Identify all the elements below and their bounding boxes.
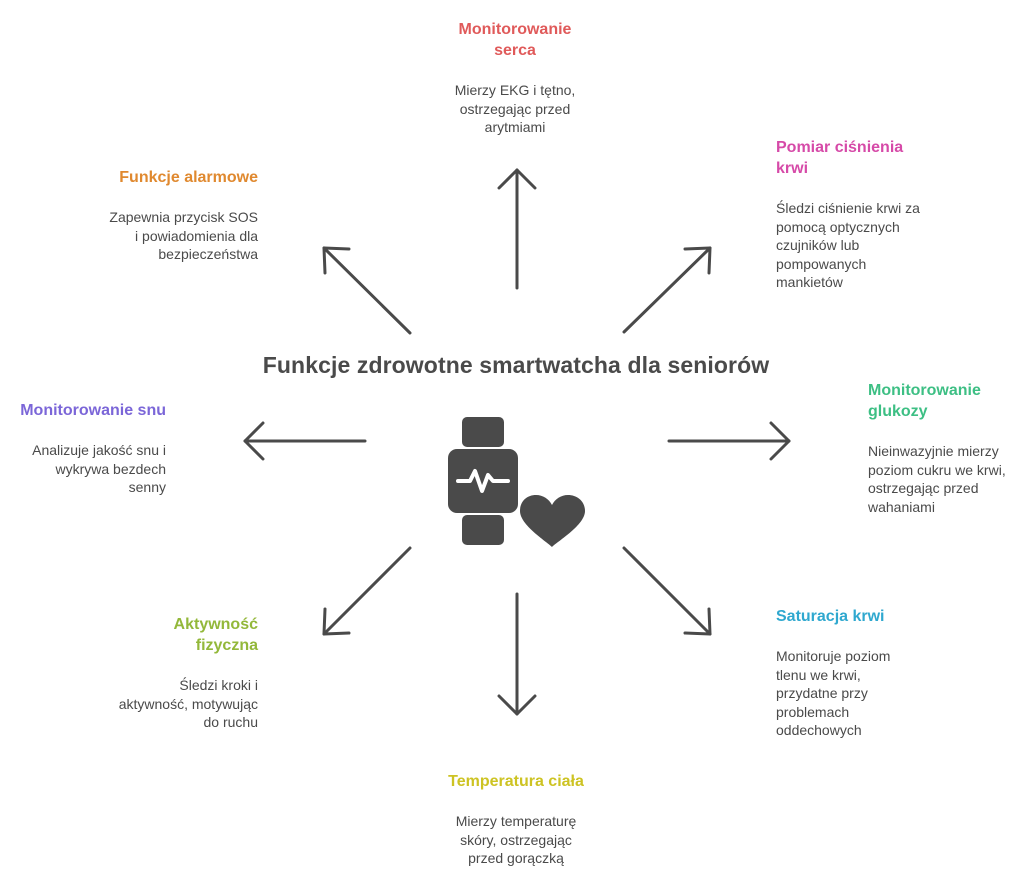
- feature-sleep: Monitorowanie snu Analizuje jakość snu i…: [6, 400, 166, 497]
- arrow-saturation: [622, 546, 712, 636]
- desc-line: ostrzegając przed: [459, 100, 571, 117]
- desc-line: bezpieczeństwa: [158, 246, 258, 262]
- feature-pressure-desc: Śledzi ciśnienie krwi za pomocą optyczny…: [776, 199, 976, 292]
- arrow-sleep: [243, 421, 367, 461]
- desc-line: senny: [128, 479, 166, 495]
- arrow-activity: [322, 546, 412, 636]
- diagram-title: Funkcje zdrowotne smartwatcha dla senior…: [262, 352, 770, 378]
- desc-line: problemach: [776, 703, 850, 720]
- feature-heart-title-line: Monitorowanie: [458, 21, 572, 38]
- feature-saturation: Saturacja krwi Monitoruje poziom tlenu w…: [776, 606, 976, 740]
- feature-sleep-title: Monitorowanie snu: [20, 402, 166, 419]
- feature-heart-desc: Mierzy EKG i tętno, ostrzegając przed ar…: [430, 81, 600, 137]
- desc-line: pomocą optycznych: [776, 218, 900, 235]
- feature-activity: Aktywność fizyczna Śledzi kroki i aktywn…: [58, 614, 258, 732]
- desc-line: Monitoruje poziom: [776, 648, 891, 664]
- feature-heart: Monitorowanie serca Mierzy EKG i tętno, …: [430, 19, 600, 137]
- feature-temperature-title: Temperatura ciała: [448, 773, 584, 790]
- feature-activity-desc: Śledzi kroki i aktywność, motywując do r…: [58, 676, 258, 732]
- desc-line: i powiadomienia dla: [135, 227, 258, 244]
- desc-line: czujników lub: [776, 237, 860, 253]
- feature-activity-title-line: fizyczna: [195, 637, 258, 654]
- desc-line: Mierzy EKG i tętno,: [454, 82, 576, 98]
- feature-activity-title: Aktywność fizyczna: [58, 614, 258, 656]
- desc-line: wahaniami: [868, 498, 935, 515]
- feature-pressure-title: Pomiar ciśnienia krwi: [776, 137, 976, 179]
- arrow-glucose: [667, 421, 791, 461]
- desc-line: Śledzi ciśnienie krwi za: [776, 200, 920, 216]
- feature-pressure-title-line: Pomiar ciśnienia: [776, 139, 904, 156]
- desc-line: Mierzy temperaturę: [455, 813, 577, 829]
- feature-glucose-title-line: glukozy: [868, 403, 928, 420]
- desc-line: poziom cukru we krwi,: [868, 461, 1006, 478]
- feature-heart-title-line: serca: [494, 42, 536, 59]
- feature-temperature-desc: Mierzy temperaturę skóry, ostrzegając pr…: [412, 812, 620, 868]
- feature-alarm: Funkcje alarmowe Zapewnia przycisk SOS i…: [58, 167, 258, 264]
- feature-glucose-title-line: Monitorowanie: [868, 382, 981, 399]
- desc-line: arytmiami: [484, 119, 546, 135]
- desc-line: oddechowych: [776, 722, 862, 738]
- feature-activity-title-line: Aktywność: [173, 616, 258, 633]
- arrow-temperature: [497, 592, 537, 716]
- smartwatch-heart-icon: [448, 417, 585, 547]
- feature-saturation-desc: Monitoruje poziom tlenu we krwi, przydat…: [776, 647, 976, 740]
- desc-line: Analizuje jakość snu i: [32, 442, 166, 458]
- desc-line: wykrywa bezdech: [55, 460, 167, 477]
- desc-line: mankietów: [776, 274, 843, 290]
- desc-line: pompowanych: [776, 255, 867, 272]
- feature-saturation-title: Saturacja krwi: [776, 608, 885, 625]
- feature-temperature: Temperatura ciała Mierzy temperaturę skó…: [412, 771, 620, 868]
- desc-line: przed gorączką: [468, 850, 564, 866]
- desc-line: Nieinwazyjnie mierzy: [868, 443, 999, 459]
- feature-alarm-desc: Zapewnia przycisk SOS i powiadomienia dl…: [58, 208, 258, 264]
- desc-line: do ruchu: [203, 714, 258, 730]
- arrow-heart: [497, 168, 537, 290]
- feature-pressure: Pomiar ciśnienia krwi Śledzi ciśnienie k…: [776, 137, 976, 292]
- feature-heart-title: Monitorowanie serca: [430, 19, 600, 61]
- desc-line: przydatne przy: [776, 685, 868, 701]
- arrow-pressure: [622, 246, 712, 334]
- desc-line: aktywność, motywując: [118, 695, 258, 712]
- feature-glucose-desc: Nieinwazyjnie mierzy poziom cukru we krw…: [868, 442, 1024, 516]
- feature-alarm-title: Funkcje alarmowe: [119, 169, 258, 186]
- feature-sleep-desc: Analizuje jakość snu i wykrywa bezdech s…: [6, 441, 166, 497]
- arrow-alarm: [322, 246, 412, 335]
- desc-line: Zapewnia przycisk SOS: [109, 209, 258, 225]
- desc-line: ostrzegając przed: [868, 480, 979, 496]
- desc-line: Śledzi kroki i: [179, 677, 258, 693]
- feature-glucose-title: Monitorowanie glukozy: [868, 380, 1024, 422]
- desc-line: skóry, ostrzegając: [460, 831, 572, 848]
- feature-pressure-title-line: krwi: [776, 160, 809, 177]
- feature-glucose: Monitorowanie glukozy Nieinwazyjnie mier…: [868, 380, 1024, 516]
- desc-line: tlenu we krwi,: [776, 666, 861, 683]
